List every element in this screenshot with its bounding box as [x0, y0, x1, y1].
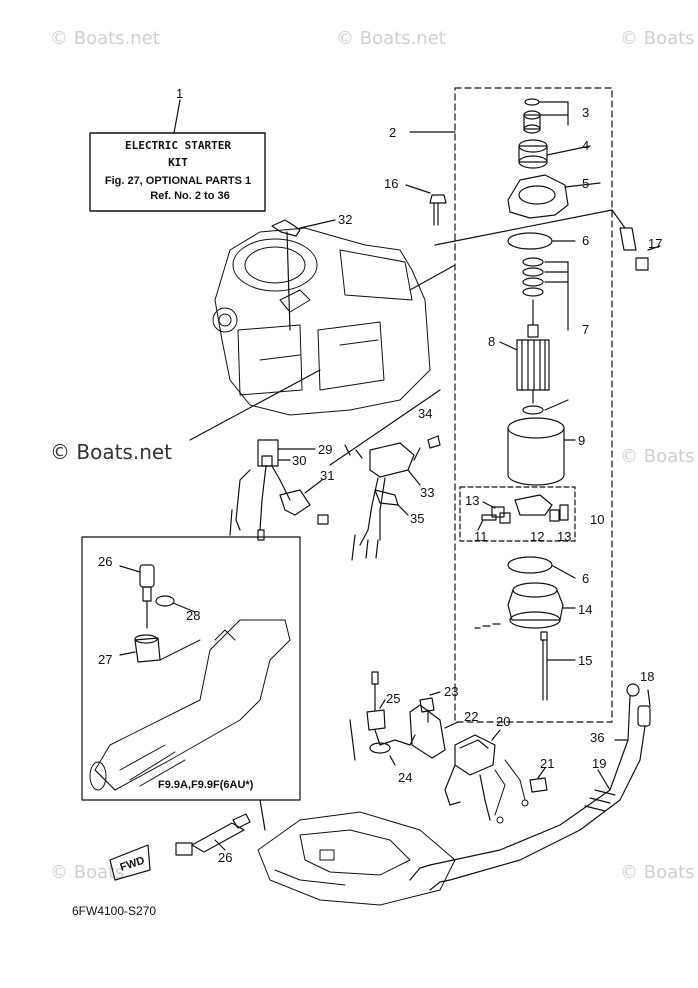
callout-35: 35: [410, 511, 424, 526]
callout-3: 3: [582, 105, 589, 120]
callout-27: 27: [98, 652, 112, 667]
callout-34: 34: [418, 406, 432, 421]
part-8: [499, 299, 550, 404]
engine-block: [212, 227, 431, 416]
part-6-lower: [507, 556, 553, 574]
callout-18: 18: [640, 669, 654, 684]
kit-label-line1: ELECTRIC STARTER: [125, 139, 231, 152]
inset-caption: F9.9A,F9.9F(6AU*): [158, 779, 254, 791]
callout-25: 25: [386, 691, 400, 706]
part-27: [119, 634, 161, 663]
callout-28: 28: [186, 608, 200, 623]
callout-14: 14: [578, 602, 592, 617]
part-21: [529, 767, 548, 793]
part-24-25: [366, 671, 416, 766]
part-wire-leads: [494, 759, 529, 824]
callout-26b: 26: [218, 850, 232, 865]
watermark-bottom-left: © Boats: [50, 862, 125, 883]
callout-24: 24: [398, 770, 412, 785]
watermark-bottom-right: © Boats: [620, 862, 695, 883]
fwd-label: FWD: [119, 855, 147, 874]
callout-9: 9: [578, 433, 585, 448]
part-3: [523, 98, 569, 134]
callout-29: 29: [318, 442, 332, 457]
kit-label-box: [89, 132, 266, 212]
callout-2: 2: [389, 125, 396, 140]
inset-box: [81, 536, 301, 801]
kit-label-line3: Fig. 27, OPTIONAL PARTS 1: [105, 175, 251, 187]
callout-16: 16: [384, 176, 398, 191]
callout-labels: 1 2 3 4 5 16 32 6 17 7 8 34 9 29 30 31 3…: [98, 86, 662, 865]
callout-22: 22: [464, 709, 478, 724]
callout-6a: 6: [582, 233, 589, 248]
lower-bracket: [257, 811, 456, 906]
watermark-top-left: © Boats.net: [50, 28, 160, 49]
diagram-code: 6FW4100-S270: [72, 904, 157, 918]
part-26-upper: [119, 564, 155, 629]
callout-8: 8: [488, 334, 495, 349]
callout-32: 32: [338, 212, 352, 227]
part-14: [474, 582, 576, 629]
callout-21: 21: [540, 756, 554, 771]
watermark-mid-right: © Boats: [620, 446, 695, 467]
callout-15: 15: [578, 653, 592, 668]
part-29-30-31: [229, 439, 329, 541]
part-18-19-36: [409, 683, 651, 891]
callout-31: 31: [320, 468, 334, 483]
tiller-handle: [89, 619, 291, 791]
part-32: [271, 219, 301, 237]
part-7: [522, 257, 569, 415]
callout-17: 17: [648, 236, 662, 251]
callout-11: 11: [474, 529, 488, 544]
callout-10: 10: [590, 512, 604, 527]
callout-6b: 6: [582, 571, 589, 586]
callout-4: 4: [582, 138, 589, 153]
callout-36: 36: [590, 730, 604, 745]
callout-13a: 13: [465, 493, 479, 508]
watermark-top-center: © Boats.net: [336, 28, 446, 49]
watermark-top-right: © Boats: [620, 28, 695, 49]
starter-motor-dashed-box: [454, 87, 613, 723]
part-33-34-35: [344, 435, 441, 561]
callout-12: 12: [530, 529, 544, 544]
callout-7: 7: [582, 322, 589, 337]
part-15: [540, 631, 576, 701]
part-22-23: [409, 691, 459, 759]
part-brush-holder: [477, 494, 569, 531]
part-26-lower: [175, 813, 251, 856]
kit-label-line4: Ref. No. 2 to 36: [150, 190, 229, 202]
part-28: [155, 595, 196, 613]
kit-label-line2: KIT: [168, 156, 188, 169]
part-20: [444, 729, 501, 821]
part-fwd-arrow: [109, 844, 151, 881]
part-16: [405, 184, 447, 226]
callout-23: 23: [444, 684, 458, 699]
part-9: [507, 417, 576, 486]
callout-13b: 13: [557, 529, 571, 544]
callout-1: 1: [176, 86, 183, 101]
callout-33: 33: [420, 485, 434, 500]
part-6-upper: [507, 232, 553, 250]
watermark-mid-left: © Boats.net: [50, 440, 173, 464]
callout-19: 19: [592, 756, 606, 771]
callout-26a: 26: [98, 554, 112, 569]
callout-30: 30: [292, 453, 306, 468]
part-4: [518, 139, 591, 169]
part-5: [507, 174, 601, 219]
part-17: [611, 209, 661, 271]
callout-5: 5: [582, 176, 589, 191]
callout-20: 20: [496, 714, 510, 729]
